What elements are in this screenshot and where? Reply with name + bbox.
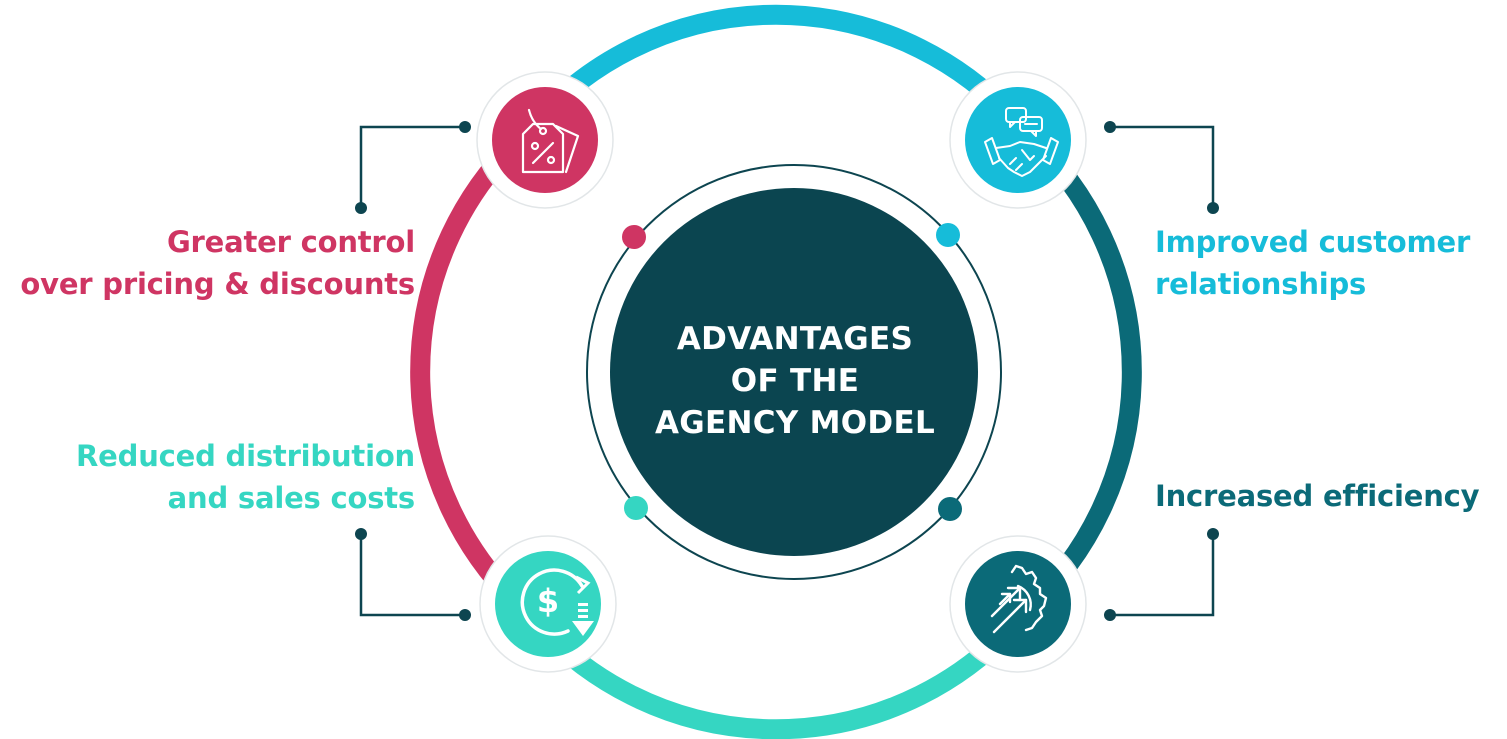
- badge-disc-pricing: [492, 87, 598, 193]
- connector-dot: [1207, 528, 1219, 540]
- connector-dot: [1104, 609, 1116, 621]
- connector-costs: [359, 534, 465, 617]
- advantage-label-pricing: Greater control over pricing & discounts: [20, 221, 415, 305]
- advantage-label-line: relationships: [1155, 267, 1367, 301]
- center-title-line: AGENCY MODEL: [654, 405, 935, 441]
- advantage-label-line: over pricing & discounts: [20, 267, 415, 301]
- advantage-label-line: Greater control: [166, 225, 415, 259]
- connector-dot: [355, 202, 367, 214]
- discount-tag-icon: [521, 108, 580, 174]
- connector-dot: [459, 121, 471, 133]
- ring-arc-right: [1018, 124, 1142, 620]
- center-title-line: ADVANTAGES: [676, 321, 914, 357]
- badge-disc-relationships: [965, 87, 1071, 193]
- center-circle: [610, 188, 978, 556]
- connector-dot: [459, 609, 471, 621]
- connector-pricing: [359, 125, 465, 208]
- gear-arrows-icon: [990, 564, 1048, 634]
- connector-dot: [1207, 202, 1219, 214]
- advantage-label-costs: Reduced distribution and sales costs: [76, 435, 415, 519]
- center-title: ADVANTAGES OF THE AGENCY MODEL: [610, 318, 980, 444]
- dollar-decrease-icon: $: [520, 568, 594, 636]
- inner-dot-teal: [938, 497, 962, 521]
- advantage-label-efficiency: Increased efficiency: [1155, 475, 1480, 517]
- connector-efficiency: [1110, 534, 1215, 617]
- inner-thin-ring: [586, 164, 1002, 580]
- inner-dot-pink: [622, 225, 646, 249]
- advantage-label-line: Increased efficiency: [1155, 479, 1480, 513]
- ring-arc-left: [410, 124, 534, 620]
- advantage-label-line: Reduced distribution: [76, 439, 415, 473]
- center-title-line: OF THE: [730, 363, 860, 399]
- ring-arc-bottom: [519, 605, 1033, 739]
- handshake-icon: [984, 107, 1059, 177]
- inner-dot-cyan: [936, 223, 960, 247]
- ring-arc-top: [519, 4, 1033, 139]
- connector-dot: [355, 528, 367, 540]
- svg-text:$: $: [537, 582, 559, 620]
- advantage-label-relationships: Improved customer relationships: [1155, 221, 1470, 305]
- badge-disc-efficiency: [965, 551, 1071, 657]
- advantage-label-line: Improved customer: [1155, 225, 1471, 259]
- connector-relationships: [1110, 125, 1215, 208]
- connector-dot: [1104, 121, 1116, 133]
- advantage-label-line: and sales costs: [167, 481, 416, 515]
- inner-dot-mint: [624, 496, 648, 520]
